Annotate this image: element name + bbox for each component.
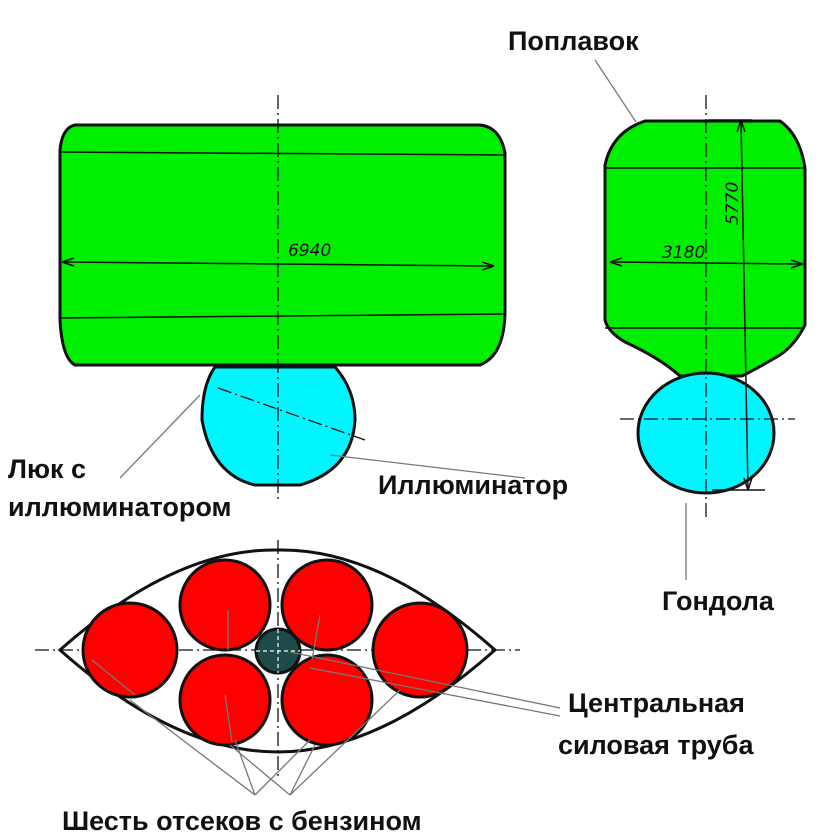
side-width-dimension (609, 261, 804, 265)
side-view: 3180 5770 (603, 95, 807, 520)
fuel-tank-5 (178, 653, 272, 747)
fuel-tank-6 (280, 653, 374, 747)
hatch-label-line1: Люк с (8, 454, 86, 484)
side-height-label: 5770 (723, 182, 743, 225)
float-label: Поплавок (508, 26, 639, 56)
central-tube-label-line2: силовая труба (558, 730, 754, 760)
fuel-tank-3 (81, 601, 179, 699)
hatch-label-line2: иллюминатором (8, 492, 231, 522)
side-width-label: 3180 (662, 243, 705, 263)
compartments-label: Шесть отсеков с бензином (62, 806, 422, 836)
front-width-label: 6940 (288, 241, 331, 261)
gondola-label: Гондола (662, 586, 775, 616)
front-view: 6940 (58, 95, 507, 500)
porthole-label: Иллюминатор (378, 470, 568, 500)
front-width-dimension (61, 261, 495, 267)
fuel-tank-1 (178, 558, 272, 652)
side-height-dimension (740, 119, 749, 491)
cross-section (35, 540, 520, 780)
central-tube-label-line1: Центральная (568, 688, 745, 718)
front-float-body (58, 123, 507, 367)
leader-lines (119, 59, 687, 796)
fuel-tank-2 (280, 558, 374, 652)
